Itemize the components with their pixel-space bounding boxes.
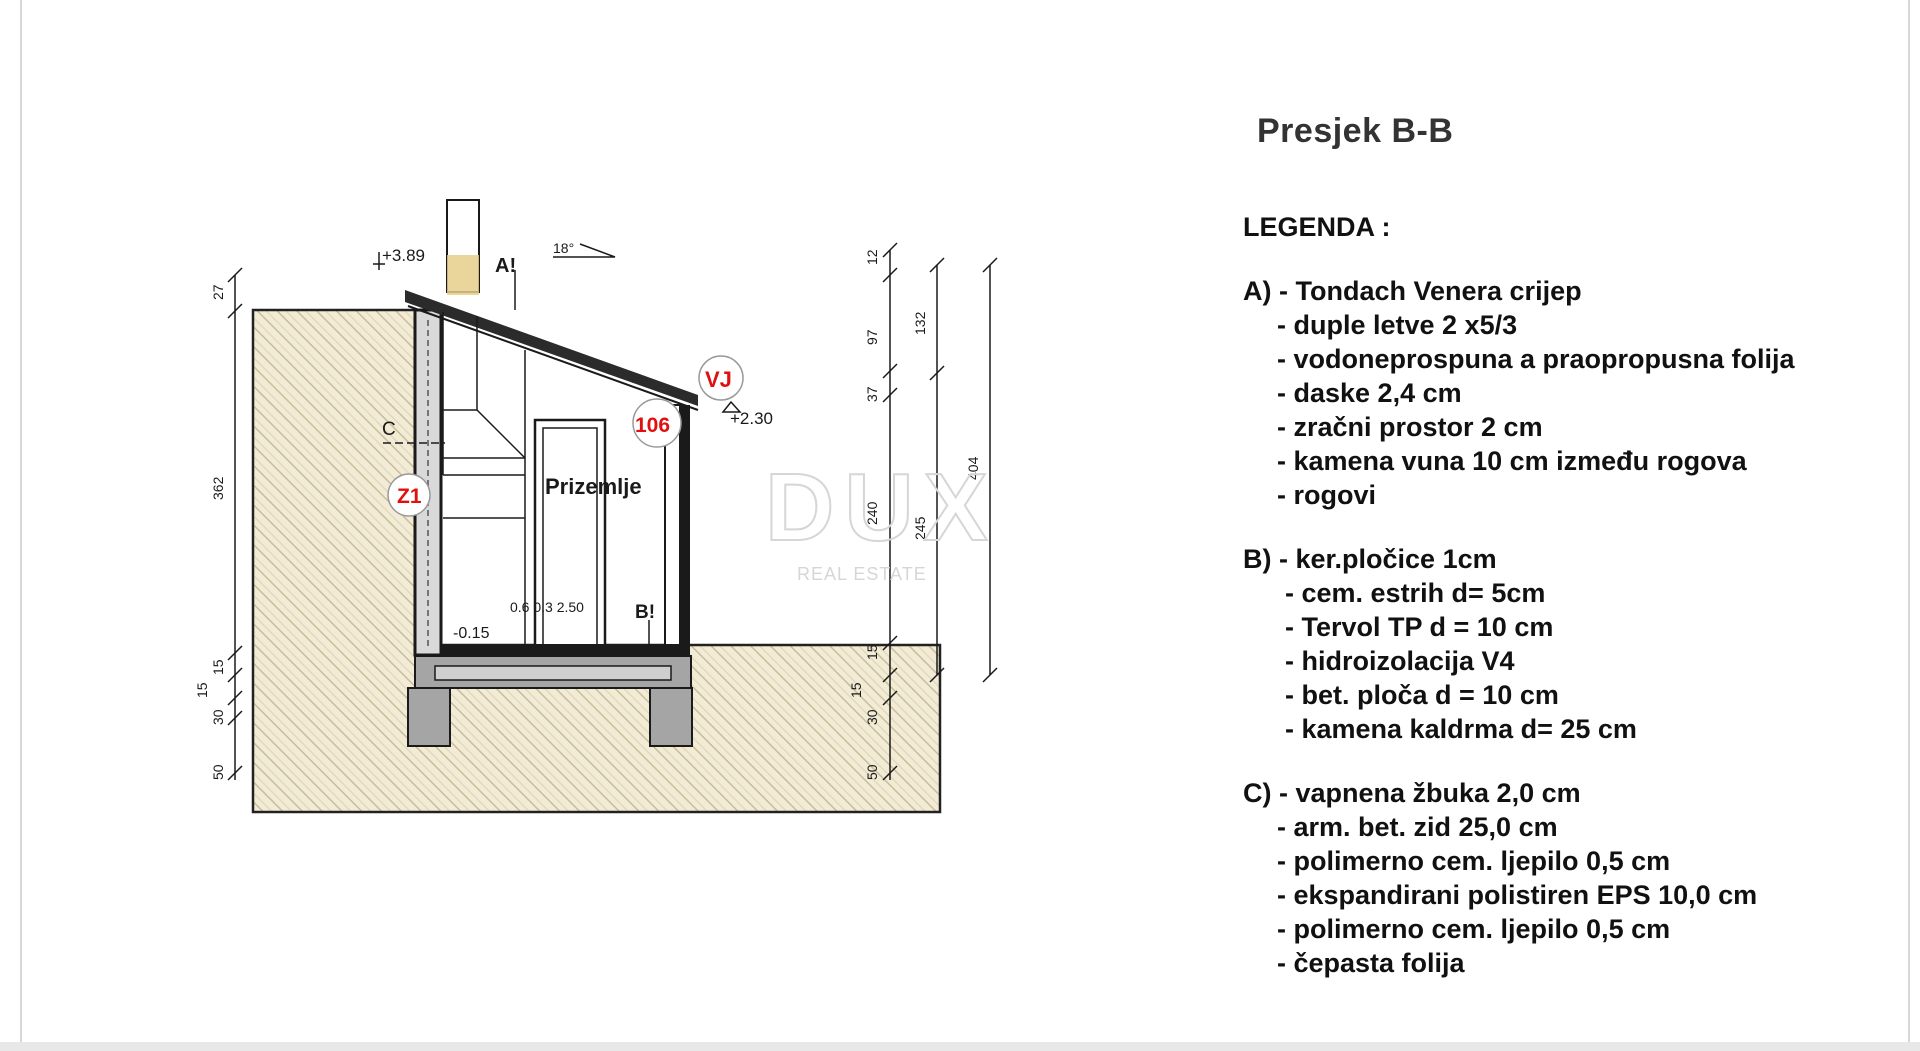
marker-a: A! [495, 255, 516, 277]
dim-left-4: 30 [210, 709, 226, 725]
sheet-right-edge [1908, 0, 1910, 1051]
legend-group-c: C) - vapnena žbuka 2,0 cm - arm. bet. zi… [1243, 776, 1883, 980]
legend: LEGENDA : A) - Tondach Venera crijep - d… [1243, 210, 1883, 1010]
legend-item: - hidroizolacija V4 [1285, 646, 1515, 676]
legend-item: - arm. bet. zid 25,0 cm [1277, 812, 1558, 842]
legend-item: - kamena vuna 10 cm između rogova [1277, 446, 1747, 476]
sheet-left-edge [20, 0, 22, 1051]
room-label: Prizemlje [545, 474, 642, 499]
roof [405, 290, 698, 406]
legend-title: LEGENDA : [1243, 212, 1391, 242]
marker-door-circle [632, 398, 682, 448]
legend-item: - čepasta folija [1277, 948, 1465, 978]
legend-item: - cem. estrih d= 5cm [1285, 578, 1546, 608]
dim-right-a-1: 97 [864, 329, 880, 345]
legend-item: - kamena kaldrma d= 25 cm [1285, 714, 1637, 744]
legend-item: - daske 2,4 cm [1277, 378, 1462, 408]
dim-right-a-6: 30 [864, 709, 880, 725]
roof-angle-label: 18° [553, 240, 574, 256]
front-wall [680, 405, 690, 655]
section-title: Presjek B-B [1257, 112, 1454, 150]
dim-right-a-4: 15 [864, 644, 880, 660]
marker-z1-circle [387, 473, 431, 517]
dim-left-2: 15 [210, 659, 226, 675]
legend-group-a-head: A) - Tondach Venera crijep [1243, 276, 1582, 306]
dim-right-b-1: 245 [912, 516, 928, 540]
legend-item: - ekspandirani polistiren EPS 10,0 cm [1277, 880, 1758, 910]
dim-right-b-0: 132 [912, 311, 928, 335]
dimension-right [882, 242, 998, 781]
elevation-ridge: +3.89 [382, 246, 425, 265]
marker-vj-circle [698, 355, 744, 401]
section-drawing: 18° A! C B! +3.89 +2.30 -0.15 0.6 0.3 2.… [194, 199, 998, 814]
dim-left-5: 50 [210, 764, 226, 780]
dim-right-c-0: 404 [965, 456, 981, 480]
legend-item: - duple letve 2 x5/3 [1277, 310, 1518, 340]
legend-item: - bet. ploča d = 10 cm [1285, 680, 1559, 710]
marker-c: C [382, 419, 396, 440]
dim-left-0: 27 [210, 284, 226, 300]
dim-left-1: 362 [210, 476, 226, 500]
dim-right-a-7: 50 [864, 764, 880, 780]
legend-item: - vodoneprospuna a praopropusna folija [1277, 344, 1795, 374]
sheet-bottom-edge [0, 1042, 1920, 1051]
marker-z1: Z1 [397, 485, 422, 508]
dim-right-a-0: 12 [864, 249, 880, 265]
elevation-floor: -0.15 [453, 625, 490, 642]
legend-item: - polimerno cem. ljepilo 0,5 cm [1277, 846, 1671, 876]
legend-item: - zračni prostor 2 cm [1277, 412, 1543, 442]
marker-b: B! [635, 602, 655, 623]
legend-group-b-head: B) - ker.pločice 1cm [1243, 544, 1497, 574]
dimension-left [227, 267, 243, 781]
floor-slab [441, 644, 681, 656]
dim-left-3: 15 [194, 682, 210, 698]
watermark-brand: DUX [765, 454, 998, 561]
legend-group-b: B) - ker.pločice 1cm - cem. estrih d= 5c… [1243, 542, 1883, 746]
watermark-sub: REAL ESTATE [797, 564, 927, 584]
door [533, 418, 607, 652]
legend-item: - rogovi [1277, 480, 1376, 510]
legend-item: - polimerno cem. ljepilo 0,5 cm [1277, 914, 1671, 944]
legend-group-a: A) - Tondach Venera crijep - duple letve… [1243, 274, 1883, 512]
left-footing [407, 687, 451, 747]
dim-right-a-5: 15 [848, 682, 864, 698]
marker-vj: VJ [705, 367, 732, 392]
right-footing [649, 687, 693, 747]
marker-door: 106 [635, 414, 670, 437]
legend-group-c-head: C) - vapnena žbuka 2,0 cm [1243, 778, 1581, 808]
dim-right-a-2: 37 [864, 386, 880, 402]
legend-item: - Tervol TP d = 10 cm [1285, 612, 1554, 642]
dim-right-a-3: 240 [864, 501, 880, 525]
elevation-eave: +2.30 [730, 409, 773, 428]
floor-note: 0.6 0.3 2.50 [510, 599, 584, 615]
